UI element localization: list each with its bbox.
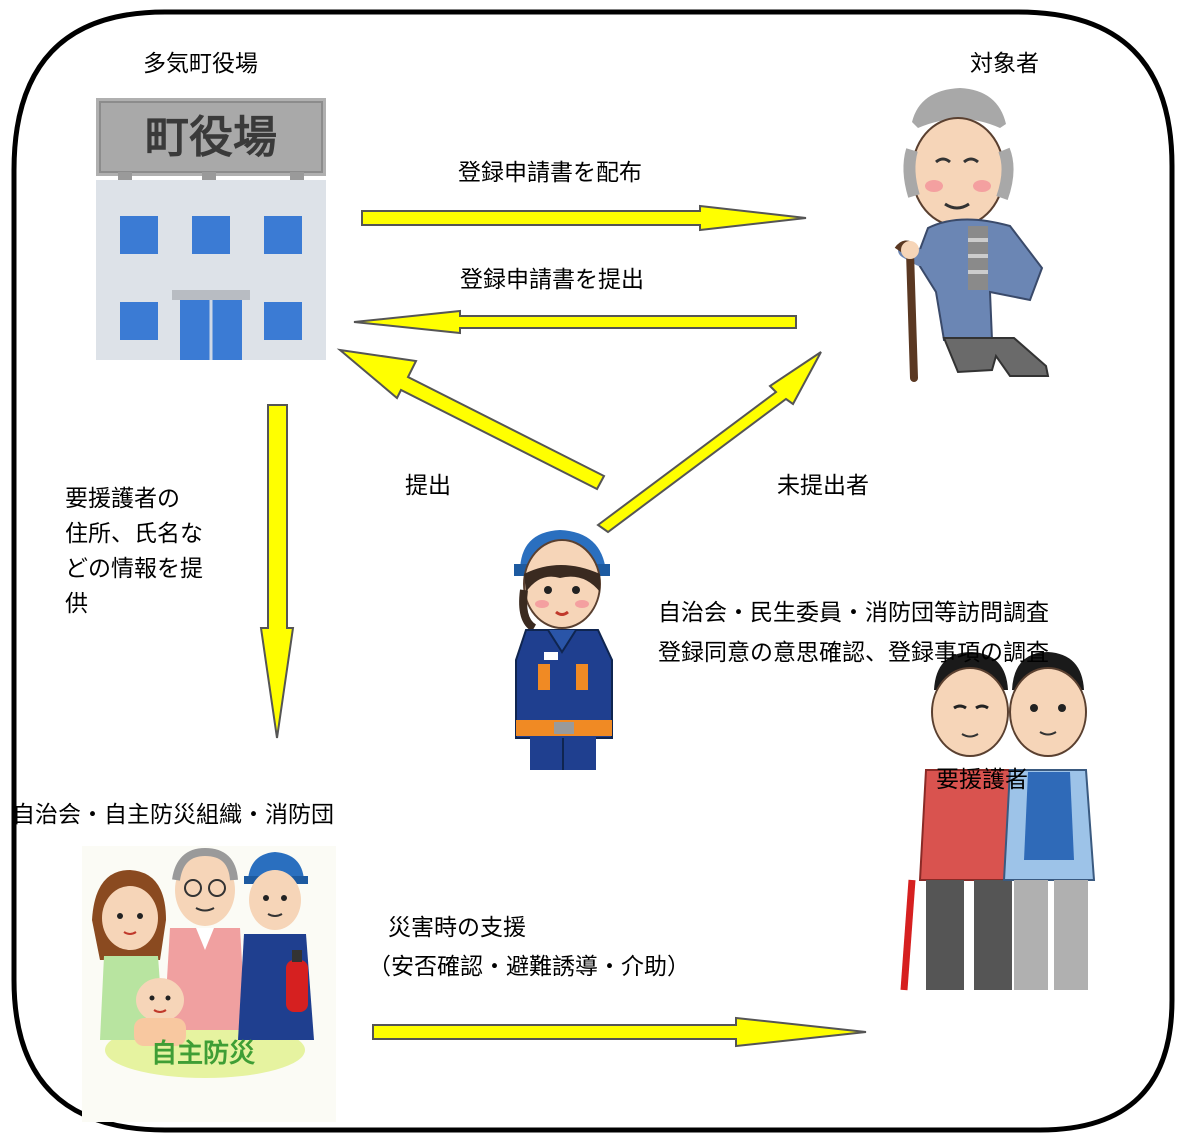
not-submitted-label: 未提出者: [777, 473, 869, 499]
needs-support-label: 要援護者: [936, 767, 1028, 793]
arrow-provide-info: [259, 404, 295, 739]
survey-line-2: 登録同意の意思確認、登録事項の調査: [658, 640, 1049, 666]
disaster-support-line-2: （安否確認・避難誘導・介助）: [368, 954, 690, 980]
town-hall-label: 多気町役場: [143, 51, 258, 77]
arrows: [259, 204, 867, 1048]
town-hall-sign-text: 町役場: [145, 112, 277, 163]
community-sign-text: 自主防災: [151, 1038, 256, 1069]
distribute-label: 登録申請書を配布: [458, 160, 642, 186]
target-label: 対象者: [970, 51, 1039, 77]
submit-form-label: 登録申請書を提出: [460, 267, 644, 293]
arrow-submit-form: [353, 309, 797, 335]
provide-info-line-4: 供: [65, 591, 88, 617]
provide-info-line-1: 要援護者の: [65, 486, 180, 512]
community-label: 自治会・自主防災組織・消防団: [12, 802, 334, 828]
arrow-surveyor-to-townhall: [336, 348, 606, 491]
provide-info-line-3: どの情報を提: [65, 556, 203, 582]
town-hall-building-icon: 町役場: [96, 98, 326, 360]
provide-info-line-2: 住所、氏名な: [65, 521, 203, 547]
firefighter-surveyor-icon: [514, 530, 613, 770]
disaster-support-line-1: 災害時の支援: [388, 915, 526, 941]
labels: 多気町役場 対象者 登録申請書を配布 登録申請書を提出 提出 未提出者 要援護者…: [12, 51, 1049, 980]
submit-label: 提出: [405, 473, 451, 499]
survey-line-1: 自治会・民生委員・消防団等訪問調査: [658, 600, 1049, 626]
community-group-icon: 自主防災: [82, 846, 336, 1122]
arrow-distribute: [361, 204, 807, 232]
elderly-person-icon: [894, 88, 1050, 382]
diagram-frame: [11, 9, 1175, 1133]
support-recipients-icon: [900, 652, 1096, 991]
arrow-disaster-support: [372, 1016, 867, 1048]
arrow-surveyor-to-target: [596, 351, 822, 534]
